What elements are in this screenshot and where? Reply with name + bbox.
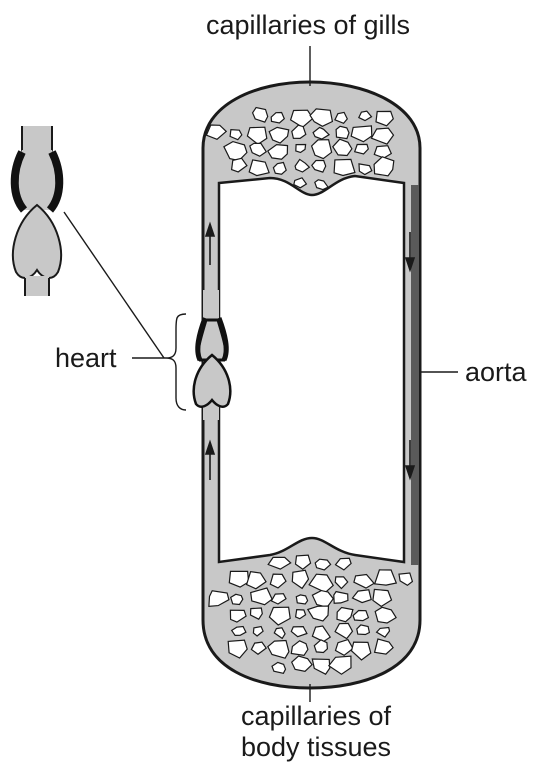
vessel-inner-space	[219, 176, 404, 562]
label-capillaries-of-body-line2: body tissues	[241, 732, 391, 762]
heart-enlarged-inset	[13, 126, 61, 296]
label-aorta: aorta	[465, 357, 528, 387]
capillary-hole	[336, 126, 349, 138]
capillary-hole	[357, 625, 370, 635]
capillary-hole	[296, 595, 307, 604]
capillary-hole	[334, 159, 355, 175]
label-capillaries-of-gills: capillaries of gills	[206, 10, 410, 40]
inset-leader	[64, 212, 164, 358]
heart-bracket	[166, 314, 186, 410]
label-capillaries-of-body-line1: capillaries of	[241, 701, 392, 731]
label-heart: heart	[55, 343, 117, 373]
aorta-dark-band	[411, 185, 419, 565]
capillary-hole	[334, 592, 348, 604]
capillary-hole	[231, 594, 243, 604]
